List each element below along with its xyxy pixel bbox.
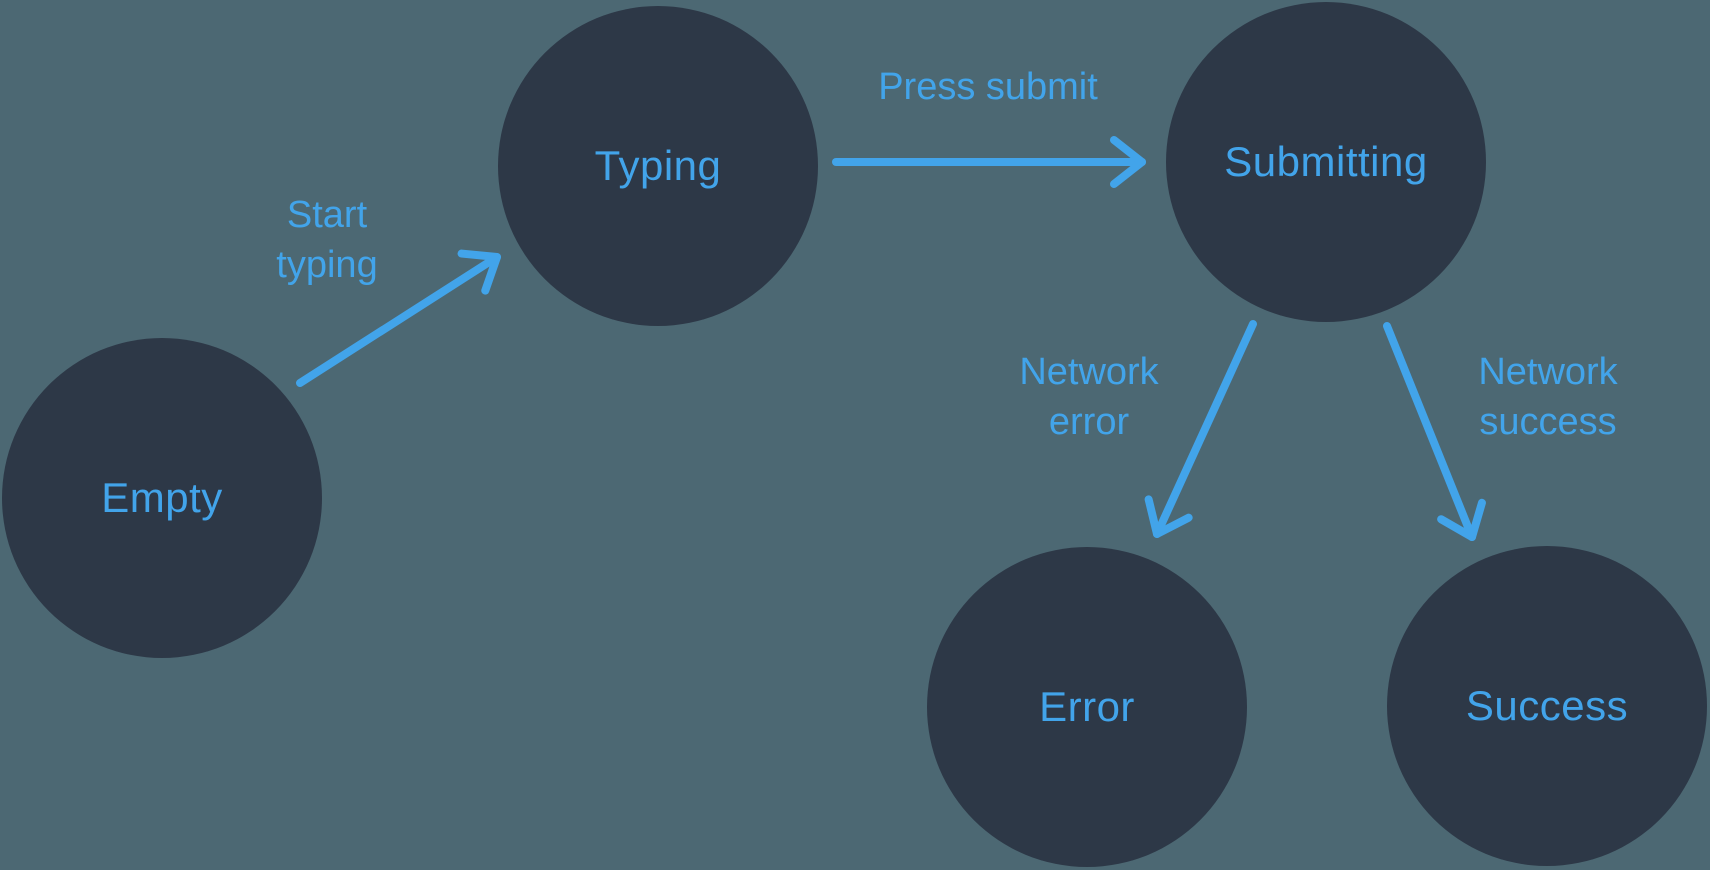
- state-node-error: Error: [927, 547, 1247, 867]
- state-node-submitting: Submitting: [1166, 2, 1486, 322]
- transition-label-line: success: [1479, 401, 1617, 443]
- state-label-error: Error: [1039, 683, 1135, 730]
- transition-label-press-submit: Press submit: [878, 62, 1098, 112]
- transition-arrow-network-error: [1144, 320, 1257, 538]
- transition-arrow-network-success: [1383, 322, 1486, 541]
- transition-label-line: Network: [1019, 351, 1159, 393]
- transition-label-line: typing: [276, 244, 378, 286]
- transition-label-line: error: [1048, 401, 1130, 443]
- state-label-typing: Typing: [594, 142, 722, 189]
- transition-label-line: Network: [1478, 351, 1618, 393]
- transition-arrow-start-typing: [296, 249, 501, 387]
- state-label-submitting: Submitting: [1224, 138, 1428, 185]
- transition-label-start-typing: Start typing: [276, 190, 377, 290]
- transition-label-line: Press submit: [878, 66, 1098, 108]
- transition-label-network-success: Network success: [1478, 347, 1617, 447]
- state-node-success: Success: [1387, 546, 1707, 866]
- state-node-typing: Typing: [498, 6, 818, 326]
- transition-label-network-error: Network error: [1019, 347, 1158, 447]
- state-label-success: Success: [1465, 682, 1629, 729]
- state-label-empty: Empty: [101, 474, 223, 521]
- transition-label-line: Start: [286, 194, 368, 236]
- state-node-empty: Empty: [2, 338, 322, 658]
